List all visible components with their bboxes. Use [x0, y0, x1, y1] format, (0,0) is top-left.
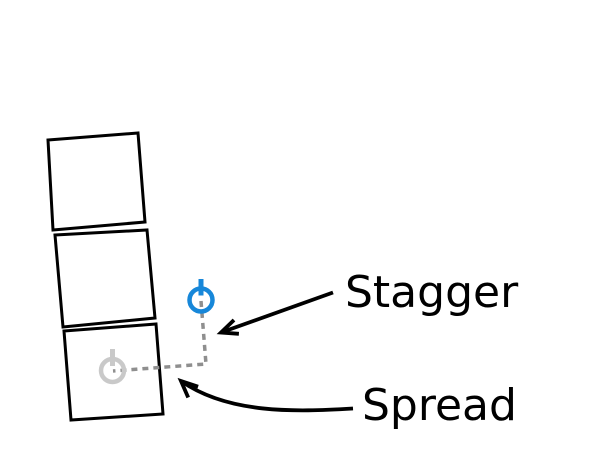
spread-arrow	[177, 377, 354, 413]
stagger-arrow	[216, 290, 334, 336]
card-top	[46, 131, 147, 232]
offset-connector-dashed-line	[112, 300, 208, 373]
stagger-label: Stagger	[345, 267, 519, 318]
spread-arrowhead-icon	[177, 377, 199, 399]
card-middle	[53, 228, 157, 329]
spread-label: Spread	[362, 380, 517, 431]
spread-arrow-shaft	[179, 379, 354, 413]
stagger-arrowhead-icon	[216, 318, 240, 336]
power-icon-target	[187, 279, 215, 314]
power-icon-origin	[98, 349, 127, 385]
stagger-arrow-shaft	[220, 290, 334, 335]
